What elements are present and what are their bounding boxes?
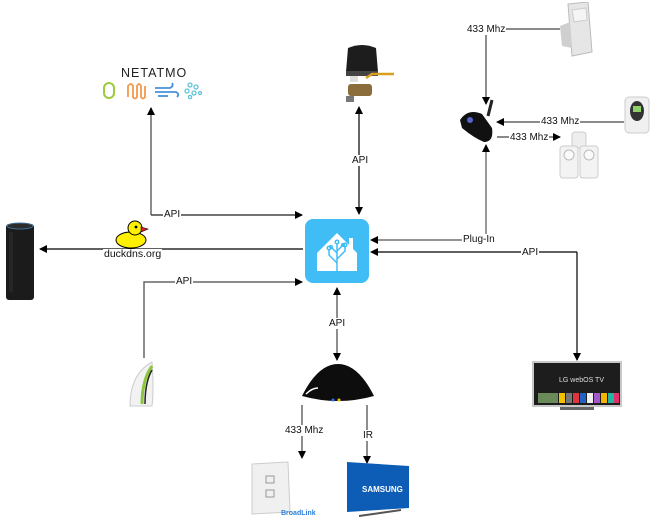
broadlink-rm-device[interactable] xyxy=(298,362,378,406)
smart-plugs-device[interactable] xyxy=(558,130,600,182)
duckdns-duck-icon xyxy=(115,220,149,249)
air-api-line xyxy=(143,278,303,358)
samsung-tv-device[interactable] xyxy=(345,462,411,518)
gas-valve-device[interactable] xyxy=(342,44,398,104)
duckdns-label: duckdns.org xyxy=(103,248,163,260)
netatmo-heater-icon xyxy=(127,83,146,100)
samsung-ir-label: IR xyxy=(362,430,374,441)
switch-433-label: 433 Mhz xyxy=(284,425,325,436)
rfxcom-transceiver-device[interactable] xyxy=(458,98,498,144)
lg-tv-device[interactable] xyxy=(532,361,622,411)
netatmo-logo: NETATMO xyxy=(121,66,188,80)
netatmo-rain-icon xyxy=(184,82,203,100)
valve-api-label: API xyxy=(351,155,370,166)
rfx-plugin-label: Plug-In xyxy=(462,234,496,245)
air-api-label: API xyxy=(175,276,194,287)
plugs-433-label: 433 Mhz xyxy=(509,132,550,143)
broadlink-switch-brand: BroadLink xyxy=(281,510,316,517)
lg-api-label: API xyxy=(521,247,540,258)
pir-sensor-device[interactable] xyxy=(558,2,600,58)
netatmo-api-label: API xyxy=(163,209,182,220)
pir-433-line xyxy=(482,28,560,105)
broadlink-switch-device[interactable] xyxy=(248,460,298,518)
home-assistant-icon[interactable] xyxy=(305,219,369,283)
pir-433-label: 433 Mhz xyxy=(466,24,507,35)
netatmo-icons[interactable] xyxy=(100,81,205,101)
amazon-echo-device[interactable] xyxy=(5,222,35,302)
netatmo-wind-icon xyxy=(155,82,180,98)
samsung-brand: SAMSUNG xyxy=(362,485,403,494)
broadlink-api-label: API xyxy=(328,318,347,329)
lg-brand: LG webOS TV xyxy=(559,377,605,384)
weather-station-device[interactable] xyxy=(624,96,650,136)
air-quality-sensor-device[interactable] xyxy=(128,360,156,410)
lg-tv-app-tiles xyxy=(538,393,619,403)
netatmo-thermostat-icon xyxy=(103,82,115,99)
weather-433-label: 433 Mhz xyxy=(540,116,581,127)
